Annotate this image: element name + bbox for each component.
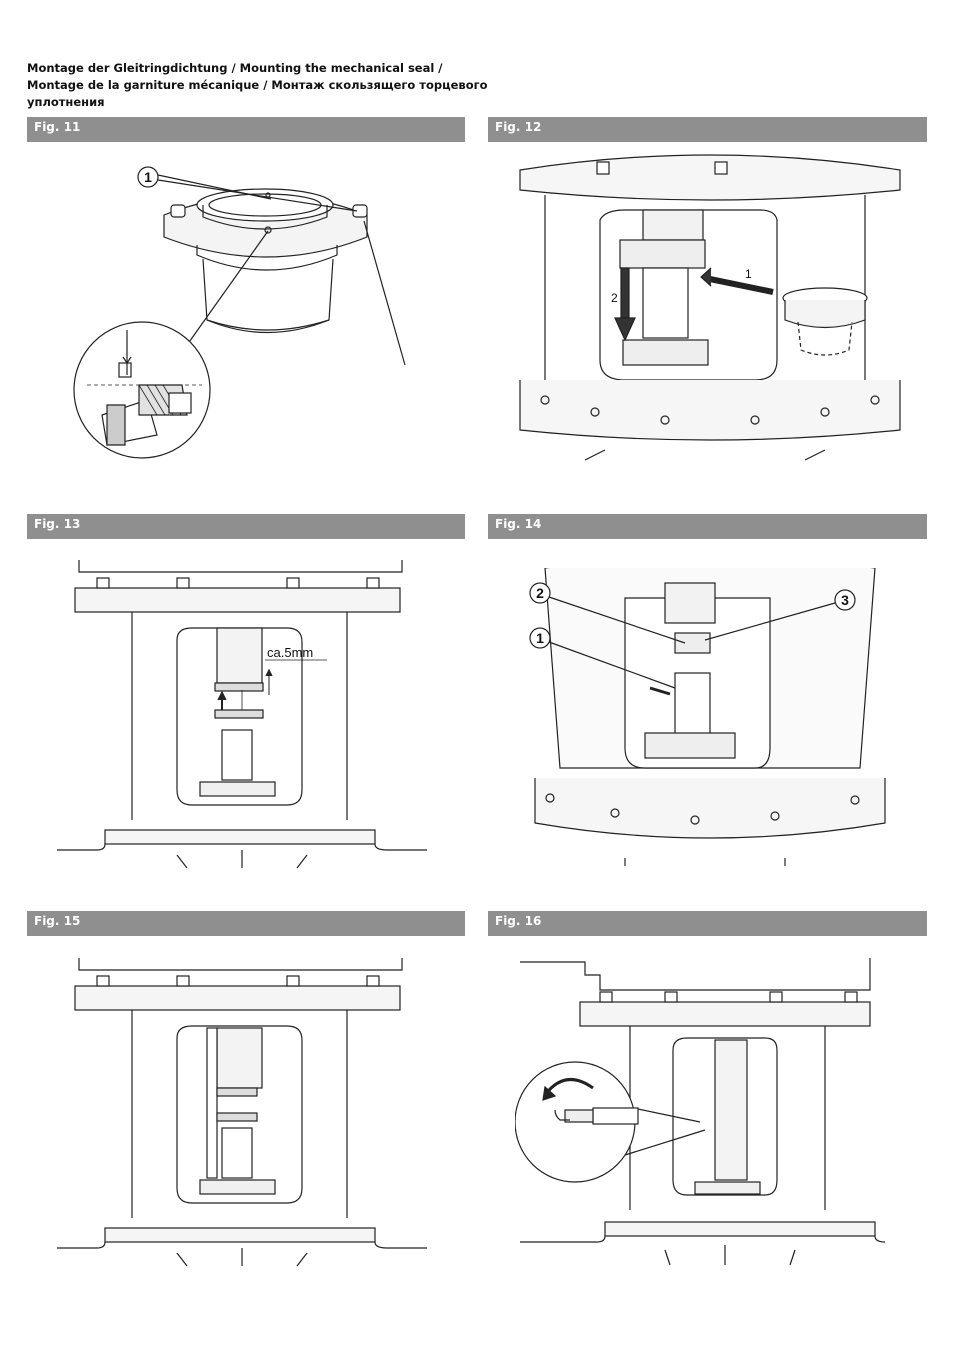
- page-heading: Montage der Gleitringdichtung / Mounting…: [27, 60, 488, 111]
- fig-16-drawing: [515, 958, 885, 1266]
- fig-15-header: Fig. 15: [27, 911, 465, 936]
- fig-11-header: Fig. 11: [27, 117, 465, 142]
- fig-14-callout-1: 1: [536, 630, 544, 646]
- fig-14-callout-2: 2: [536, 585, 544, 601]
- fig-13-drawing: ca.5mm: [57, 560, 427, 869]
- heading-line-3: уплотнения: [27, 95, 105, 109]
- fig-13-dimension-label: ca.5mm: [267, 645, 313, 660]
- fig-13-header: Fig. 13: [27, 514, 465, 539]
- fig-11-drawing: 1: [73, 166, 406, 459]
- fig-14-header: Fig. 14: [488, 514, 927, 539]
- fig-12-header: Fig. 12: [488, 117, 927, 142]
- fig-14-callout-3: 3: [841, 592, 849, 608]
- fig-12-drawing: 2 1: [519, 154, 901, 461]
- fig-14-drawing: 2 3 1: [529, 568, 886, 866]
- fig-15-drawing: [57, 958, 427, 1267]
- fig-16-header: Fig. 16: [488, 911, 927, 936]
- heading-line-2: Montage de la garniture mécanique / Монт…: [27, 78, 488, 92]
- fig-12-step-1: 1: [745, 267, 752, 281]
- fig-12-step-2: 2: [611, 291, 618, 305]
- fig-11-callout-1: 1: [144, 169, 152, 185]
- heading-line-1: Montage der Gleitringdichtung / Mounting…: [27, 61, 443, 75]
